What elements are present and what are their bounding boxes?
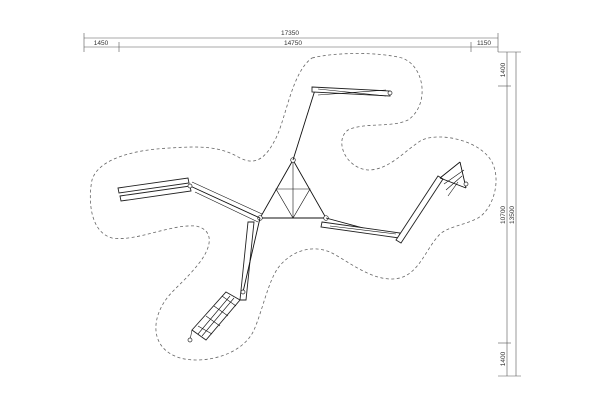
arm-right bbox=[320, 161, 469, 244]
right-offset-label: 1150 bbox=[477, 40, 491, 47]
frame-strut bbox=[439, 161, 461, 179]
arm-bottom bbox=[187, 217, 261, 343]
cross-rope bbox=[317, 89, 387, 96]
top-beam bbox=[311, 86, 391, 97]
left-offset-label: 1450 bbox=[94, 40, 109, 47]
bottom-post bbox=[239, 221, 255, 301]
net-line bbox=[197, 325, 213, 335]
vertical-dimensions: 1400 10700 13500 1400 bbox=[498, 51, 521, 377]
arm-left bbox=[117, 177, 263, 223]
central-triangle-frame bbox=[257, 157, 329, 221]
net-line bbox=[197, 295, 231, 335]
safety-zone-outline bbox=[89, 53, 497, 361]
overall-height-label: 13500 bbox=[509, 206, 516, 224]
left-beam-upper bbox=[117, 177, 190, 194]
frame-rung bbox=[447, 181, 459, 197]
inner-height-label: 10700 bbox=[500, 206, 507, 224]
anchor-node bbox=[463, 181, 469, 187]
bottom-offset-label: 1400 bbox=[500, 351, 507, 366]
frame-strut bbox=[439, 177, 467, 189]
net-line bbox=[201, 297, 235, 337]
frame-rung bbox=[443, 169, 465, 185]
right-beam bbox=[320, 221, 401, 239]
rope-line bbox=[187, 184, 261, 219]
net-line bbox=[213, 305, 229, 317]
overall-width-label: 17350 bbox=[281, 30, 299, 37]
top-offset-label: 1400 bbox=[500, 62, 507, 77]
anchor-node bbox=[187, 337, 193, 343]
rope-line bbox=[191, 181, 263, 215]
anchor-node bbox=[240, 289, 246, 295]
rope-line bbox=[242, 217, 261, 293]
net-line bbox=[221, 295, 237, 307]
horizontal-dimensions: 17350 1450 14750 1150 bbox=[83, 30, 499, 52]
net-frame bbox=[191, 291, 241, 341]
cross-rope bbox=[329, 225, 397, 235]
anchor-node bbox=[187, 183, 193, 189]
frame-rung bbox=[445, 175, 463, 191]
net-line bbox=[205, 315, 221, 327]
arm-top bbox=[292, 86, 393, 161]
rope-line bbox=[292, 89, 316, 161]
left-beam-lower bbox=[119, 185, 192, 202]
inner-width-label: 14750 bbox=[284, 40, 302, 47]
diagonal-beam bbox=[395, 175, 444, 244]
anchor-node bbox=[387, 90, 393, 96]
rope-line bbox=[194, 191, 259, 223]
